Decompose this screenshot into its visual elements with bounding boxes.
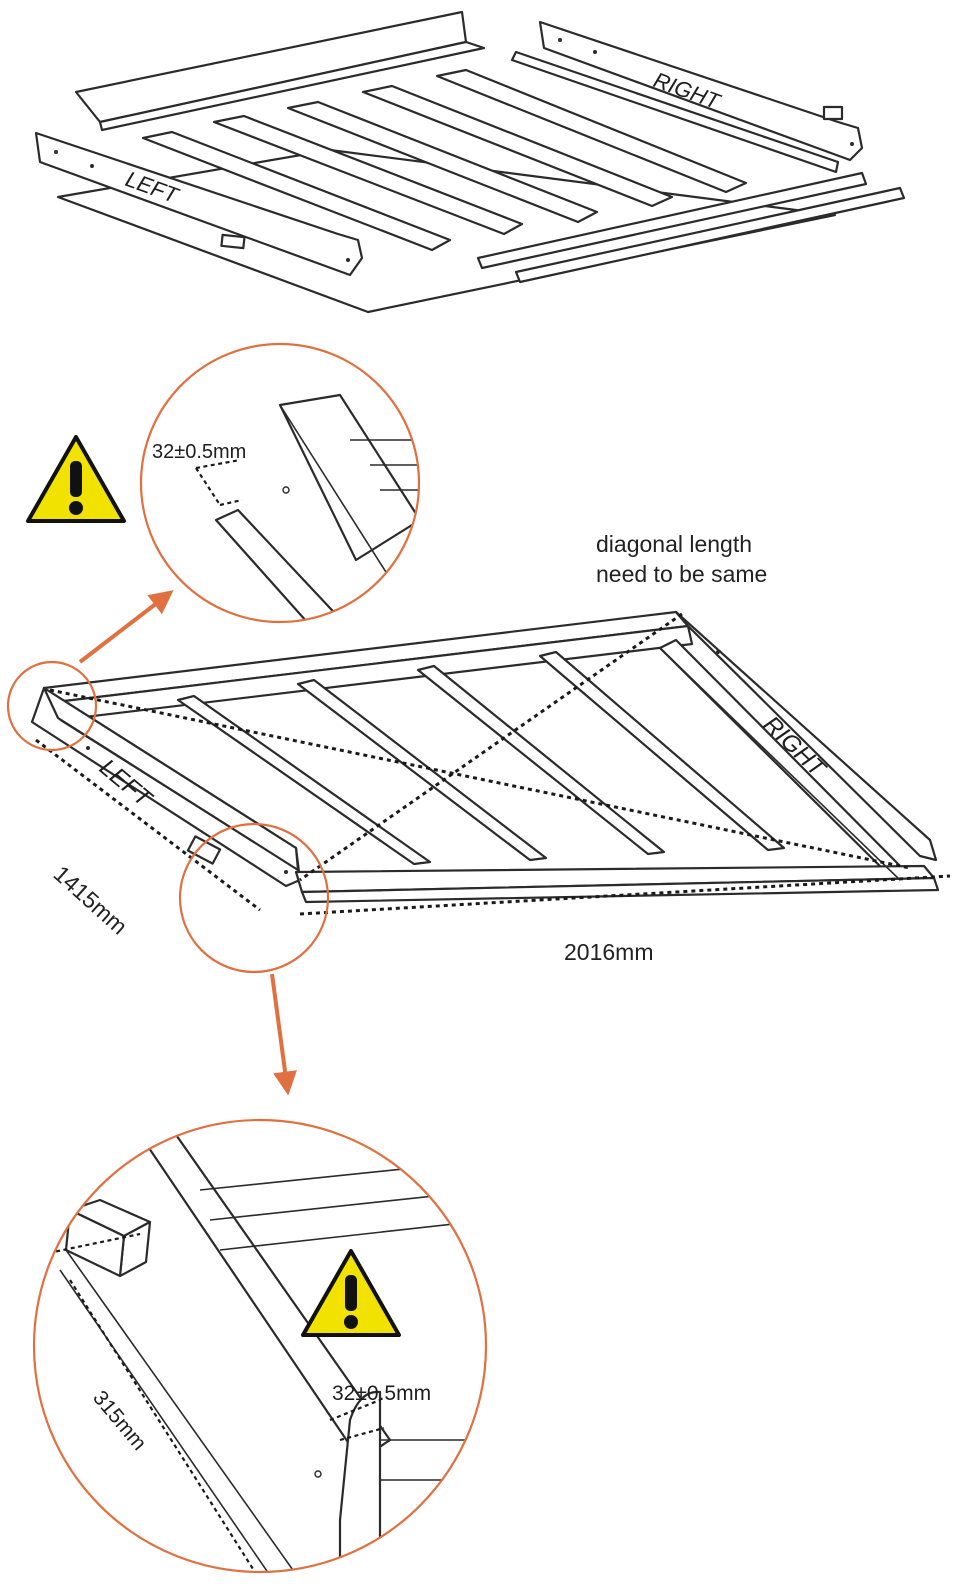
callout-source-top <box>6 660 98 752</box>
block-right <box>822 105 844 121</box>
left-rail <box>34 131 364 277</box>
zoom-detail-top: 32±0.5mm <box>139 342 421 624</box>
diagonal-line-a <box>49 688 911 870</box>
exploded-view: LEFT RIGHT <box>34 10 906 314</box>
right-side-rail-face <box>658 638 916 888</box>
gap-label-top: 32±0.5mm <box>152 441 246 463</box>
right-rail <box>538 20 864 162</box>
width-dimension-label: 1415mm <box>49 860 133 939</box>
main-slats <box>176 650 786 866</box>
head-board-top <box>98 40 486 132</box>
block-left <box>220 233 246 250</box>
right-side-rail <box>674 610 938 862</box>
zoom-detail-bottom: 32±0.5mm 315mm <box>32 1118 488 1574</box>
arrow-icon <box>78 590 174 664</box>
callout-source-bottom <box>178 822 330 974</box>
diagonal-note-line2: need to be same <box>596 561 767 587</box>
diagonal-note-line1: diagonal length <box>596 531 752 557</box>
width-dimension-line <box>35 738 261 912</box>
length-dimension-label: 2016mm <box>564 939 653 965</box>
arrow-icon <box>270 973 297 1096</box>
assembled-frame: LEFT RIGHT <box>30 610 940 904</box>
diagonal-line-b <box>299 612 683 882</box>
gap-label-bottom: 32±0.5mm <box>332 1382 431 1405</box>
main-block <box>186 835 222 865</box>
back-rail-inner <box>54 624 694 722</box>
front-rail-lower <box>300 876 940 904</box>
warning-icon <box>26 435 126 523</box>
foot-rail <box>476 171 868 270</box>
warning-icon <box>301 1249 401 1337</box>
right-rail-cleat <box>510 50 840 174</box>
slats <box>141 68 748 252</box>
foot-rail-lower <box>514 186 906 284</box>
